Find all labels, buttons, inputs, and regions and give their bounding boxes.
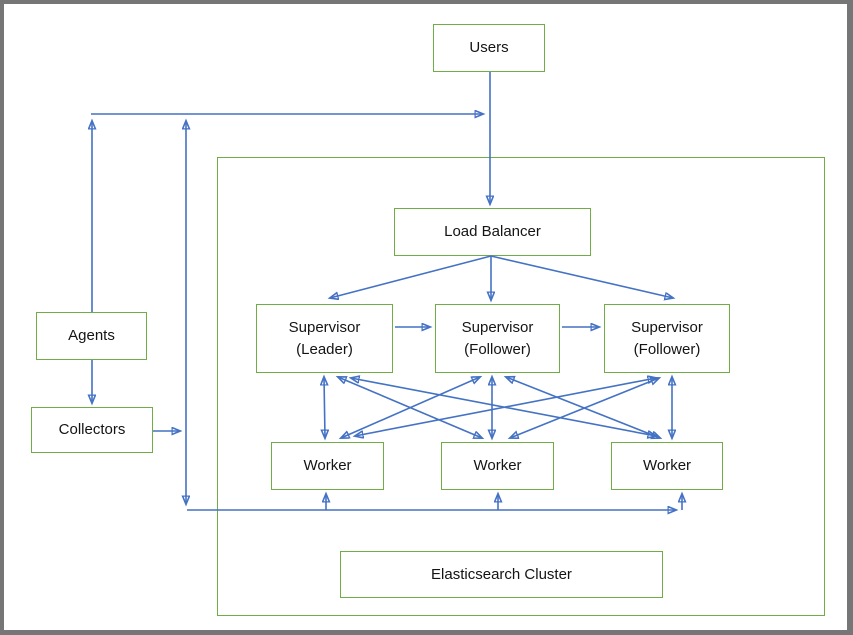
node-supervisor-follower-2-label: Supervisor xyxy=(631,318,703,336)
cluster-container-box xyxy=(217,157,825,616)
node-supervisor-leader-label: Supervisor xyxy=(288,318,361,336)
node-load-balancer: Load Balancer xyxy=(394,208,591,256)
node-collectors-label: Collectors xyxy=(58,421,126,439)
node-users-label: Users xyxy=(469,39,509,57)
node-users: Users xyxy=(433,24,545,72)
node-elasticsearch-cluster-label: Elasticsearch Cluster xyxy=(431,565,572,583)
node-supervisor-follower-1-sublabel: (Follower) xyxy=(464,340,531,358)
node-load-balancer-label: Load Balancer xyxy=(444,223,541,241)
node-elasticsearch-cluster: Elasticsearch Cluster xyxy=(340,551,663,598)
node-agents-label: Agents xyxy=(68,327,115,345)
node-supervisor-follower-1: Supervisor (Follower) xyxy=(435,304,560,373)
node-worker-1-label: Worker xyxy=(303,457,352,475)
node-supervisor-follower-2: Supervisor (Follower) xyxy=(604,304,730,373)
node-supervisor-leader: Supervisor (Leader) xyxy=(256,304,393,373)
node-worker-2-label: Worker xyxy=(473,457,522,475)
node-supervisor-follower-1-label: Supervisor xyxy=(461,318,534,336)
node-worker-3: Worker xyxy=(611,442,723,490)
node-worker-1: Worker xyxy=(271,442,384,490)
node-supervisor-leader-sublabel: (Leader) xyxy=(296,340,353,358)
node-collectors: Collectors xyxy=(31,407,153,453)
node-worker-2: Worker xyxy=(441,442,554,490)
node-agents: Agents xyxy=(36,312,147,360)
node-worker-3-label: Worker xyxy=(642,457,692,475)
node-supervisor-follower-2-sublabel: (Follower) xyxy=(633,340,701,358)
